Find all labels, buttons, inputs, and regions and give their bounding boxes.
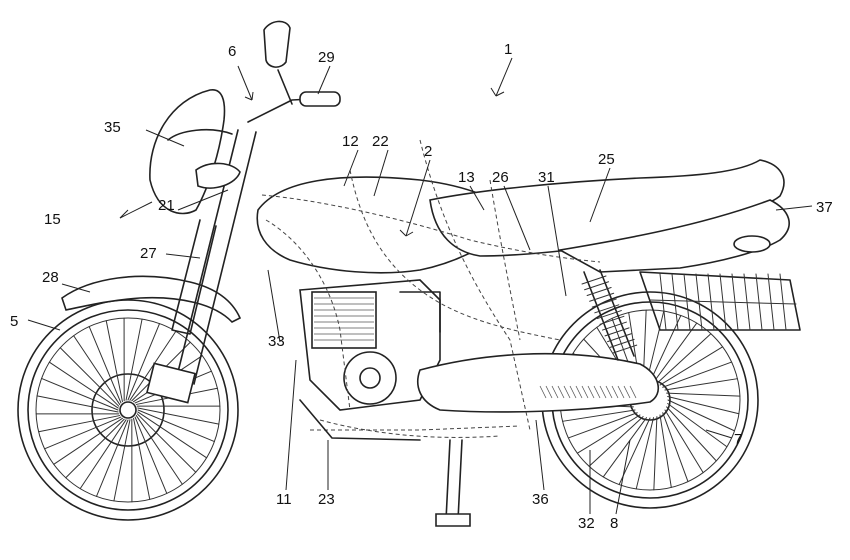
ref-numeral-33: 33 (268, 333, 285, 350)
ref-numeral-21: 21 (158, 197, 175, 214)
leader-lines (27, 57, 813, 515)
ref-numeral-1: 1 (504, 41, 512, 58)
headlight-cowl (149, 89, 241, 215)
ref-numeral-27: 27 (140, 245, 157, 262)
ref-numeral-7: 7 (734, 431, 742, 448)
ref-numeral-36: 36 (532, 491, 549, 508)
pointer-arrows (119, 87, 505, 237)
ref-numeral-11: 11 (276, 491, 292, 508)
ref-numeral-23: 23 (318, 491, 335, 508)
rear-carrier (639, 271, 801, 331)
reference-numerals: 1 2 5 6 7 8 11 12 13 15 21 22 23 25 26 2… (10, 41, 833, 532)
side-stand (435, 439, 471, 527)
ref-numeral-5: 5 (10, 313, 18, 330)
ref-numeral-13: 13 (458, 169, 475, 186)
ref-numeral-29: 29 (318, 49, 335, 66)
frame-hidden-lines (261, 139, 601, 438)
front-fender (61, 275, 242, 323)
handlebar (247, 20, 341, 123)
ref-numeral-2: 2 (424, 143, 432, 160)
ref-numeral-28: 28 (42, 269, 59, 286)
rear-cover (557, 199, 790, 273)
ref-numeral-12: 12 (342, 133, 359, 150)
tail-light (733, 235, 771, 253)
ref-numeral-26: 26 (492, 169, 509, 186)
ref-numeral-25: 25 (598, 151, 615, 168)
ref-numeral-6: 6 (228, 43, 236, 60)
ref-numeral-15: 15 (44, 211, 61, 228)
ref-numeral-37: 37 (816, 199, 833, 216)
rear-shock (581, 269, 638, 361)
lower-cover (299, 399, 421, 441)
ref-numeral-31: 31 (538, 169, 555, 186)
engine (299, 279, 441, 411)
ref-numeral-22: 22 (372, 133, 389, 150)
ref-numeral-8: 8 (610, 515, 618, 532)
front-wheel (17, 299, 239, 521)
ref-numeral-35: 35 (104, 119, 121, 136)
swing-arm (416, 352, 660, 413)
ref-numeral-32: 32 (578, 515, 595, 532)
